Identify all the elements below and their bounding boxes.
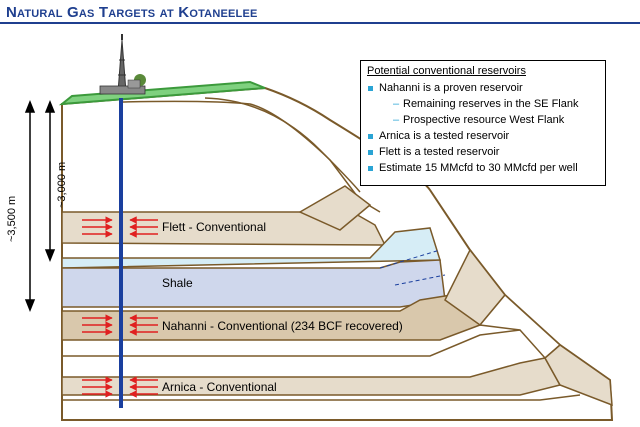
shale-dashed-line [394, 274, 446, 286]
dipping-block [478, 293, 562, 360]
upper-stratum-line [119, 100, 381, 213]
ground-surface [58, 80, 266, 106]
legend-item: Estimate 15 MMcfd to 30 MMcfd per well [367, 160, 599, 176]
flett-flow-arrows [82, 216, 158, 238]
mid-stratum-line [62, 329, 521, 357]
depth-arrow-outer [24, 99, 36, 313]
legend-subitem: Remaining reserves in the SE Flank [367, 96, 599, 112]
depth-label-inner: ~3,000 m [56, 161, 68, 208]
title-underline [0, 22, 640, 24]
shale-dashed-line [379, 249, 441, 269]
flett-label: Flett - Conventional [162, 220, 267, 234]
depth-label-outer: ~3,500 m [6, 195, 18, 242]
nahanni-flow-arrows [82, 314, 158, 336]
lower-stratum-line [62, 394, 581, 401]
upper-stratum-line [204, 97, 361, 193]
legend-title: Potential conventional reservoirs [367, 65, 526, 77]
dipping-block [544, 344, 613, 407]
nahanni-label: Nahanni - Conventional (234 BCF recovere… [162, 319, 403, 333]
legend-item: Flett is a tested reservoir [367, 144, 599, 160]
legend-subitem: Prospective resource West Flank [367, 112, 599, 128]
arnica-flow-arrows [82, 376, 158, 398]
drilling-rig-icon [99, 34, 146, 95]
shale-label: Shale [162, 276, 193, 290]
page-title: Natural Gas Targets at Kotaneelee [6, 4, 258, 21]
depth-arrow-inner [44, 99, 56, 263]
legend-item: Arnica is a tested reservoir [367, 128, 599, 144]
legend-item: Nahanni is a proven reservoir [367, 80, 599, 96]
legend-list: Nahanni is a proven reservoir Remaining … [367, 80, 599, 176]
arnica-label: Arnica - Conventional [162, 380, 277, 394]
reservoir-legend: Potential conventional reservoirs Nahann… [360, 60, 606, 186]
flett-dipping-band [298, 185, 372, 231]
